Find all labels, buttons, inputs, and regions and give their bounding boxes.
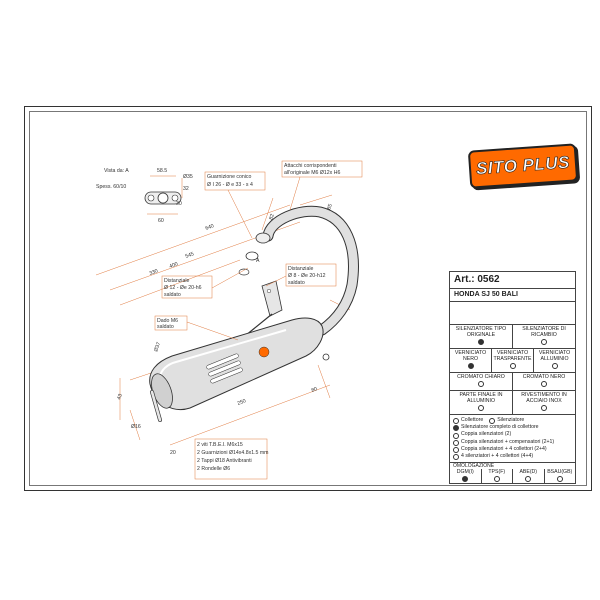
gasket-ring: [245, 251, 259, 261]
silencer-original-cell: SILENZIATORE TIPO ORIGINALE: [450, 325, 512, 348]
dim-37: Ø37: [153, 341, 162, 352]
radio-empty-icon: [478, 381, 484, 387]
header-pipe: [238, 205, 359, 336]
omologazione-label: OMOLOGAZIONE: [453, 463, 495, 470]
radio-selected-icon: [453, 425, 459, 432]
radio-empty-icon: [453, 432, 459, 439]
nut-label-2: saldato: [157, 324, 174, 330]
parts-label-2: 2 Guarnizioni Ø14x4.8x1.5 mm: [197, 450, 269, 456]
dim-43: 43: [116, 393, 124, 401]
gasket-label-1: Guarnizione conico: [207, 174, 252, 180]
dim-640: 640: [205, 223, 215, 232]
dim-20: 20: [170, 450, 176, 456]
radio-empty-icon: [478, 405, 484, 411]
finish-row-1: VERNICIATO NERO VERNICIATO TRASPARENTE V…: [450, 349, 575, 373]
parts-label-3: 2 Tappi Ø18 Antivibranti: [197, 458, 252, 464]
view-arrow-a: A: [256, 258, 260, 264]
sheet-inner-frame: [29, 111, 587, 486]
dim-60: 60: [158, 218, 164, 224]
sito-plus-logo: SITO PLUS: [467, 143, 579, 189]
spacer1-label-1: Distanziale: [164, 278, 189, 284]
spacer2-label-3: saldato: [288, 280, 305, 286]
dim-58-5: 58.5: [157, 168, 167, 174]
radio-selected-icon: [462, 476, 469, 483]
dim-30: 30: [176, 201, 182, 207]
dim-35: Ø35: [183, 174, 193, 180]
radio-selected-icon: [478, 339, 484, 345]
spacer1-label-3: saldato: [164, 292, 181, 298]
radio-empty-icon: [541, 381, 547, 387]
spacer1-label-2: Ø 12 - Øe 20-h6: [164, 285, 202, 291]
option-item: Silenziatore completo di collettore: [453, 424, 572, 432]
model-name: HONDA SJ 50 BALI: [450, 289, 575, 302]
dim-545: 545: [185, 251, 195, 260]
spec-panel: Art.: 0562 HONDA SJ 50 BALI SILENZIATORE…: [449, 271, 576, 485]
radio-selected-icon: [467, 363, 474, 369]
radio-empty-icon: [541, 339, 547, 345]
dim-82: 82: [268, 213, 276, 221]
attach-label-2: all'originale M6 Ø12x H6: [284, 170, 340, 176]
callouts: [154, 160, 363, 480]
product-options-list: Collettore Silenziatore Silenziatore com…: [450, 415, 575, 464]
radio-empty-icon: [551, 363, 558, 369]
option-item: Coppia silenziatori (2): [453, 431, 572, 439]
radio-empty-icon: [453, 446, 459, 453]
silencer-body: [149, 317, 330, 422]
article-number: Art.: 0562: [450, 272, 575, 289]
finish-row-2: CROMATO CHIARO CROMATO NERO: [450, 373, 575, 391]
parts-label-4: 2 Rondelle Ø6: [197, 466, 230, 472]
radio-empty-icon: [541, 405, 547, 411]
option-item: 4 silenziatori + 4 collettori (4+4): [453, 453, 572, 461]
silencer-replacement-cell: SILENZIATORE DI RICAMBIO: [512, 325, 575, 348]
radio-empty-icon: [493, 476, 500, 483]
radio-empty-icon: [556, 476, 563, 483]
spacer2-label-1: Distanziale: [288, 266, 313, 272]
flange-detail: [144, 175, 183, 215]
dim-400: 400: [169, 261, 179, 270]
attach-label-1: Attacchi corrispondenti: [284, 163, 336, 169]
spec-blank-row: [450, 302, 575, 325]
brand-badge-icon: [258, 346, 270, 358]
radio-empty-icon: [509, 363, 516, 369]
radio-empty-icon: [453, 418, 459, 425]
radio-empty-icon: [525, 476, 532, 483]
option-item: Coppia silenziatori + compensatori (2+1): [453, 439, 572, 446]
spacer2-label-2: Ø 8 - Øe 20-h12: [288, 273, 326, 279]
dim-32: 32: [183, 186, 189, 192]
option-item: Collettore Silenziatore: [453, 417, 572, 425]
dim-330: 330: [149, 268, 159, 277]
nut-label-1: Dado M6: [157, 318, 178, 324]
end-finish-row: PARTE FINALE IN ALLUMINIO RIVESTIMENTO I…: [450, 391, 575, 415]
dim-85: 85: [326, 203, 334, 211]
silencer-type-row: SILENZIATORE TIPO ORIGINALE SILENZIATORE…: [450, 325, 575, 349]
radio-empty-icon: [453, 454, 459, 461]
parts-label-1: 2 viti T.B.E.I. M6x15: [197, 442, 243, 448]
thickness-label: Spess. 60/10: [96, 184, 126, 190]
rubber-mount: [322, 353, 330, 361]
dim-250: 250: [237, 398, 247, 407]
dim-80: 80: [311, 386, 319, 394]
option-item: Coppia silenziatori + 4 collettori (2+4): [453, 446, 572, 453]
gasket-label-2: Ø I 26 - Ø e 33 - s 4: [207, 182, 253, 188]
dim-16: Ø16: [131, 424, 141, 430]
logo-text: SITO PLUS: [475, 152, 571, 179]
view-label: Vista da: A: [104, 168, 129, 174]
washer: [238, 268, 250, 276]
radio-empty-icon: [489, 418, 496, 425]
radio-empty-icon: [453, 439, 459, 446]
omologazione-row: DGM(I) TPS(F) ABE(D) BSAU(GB): [450, 469, 575, 485]
pipe-inlet-flange: [255, 232, 271, 244]
